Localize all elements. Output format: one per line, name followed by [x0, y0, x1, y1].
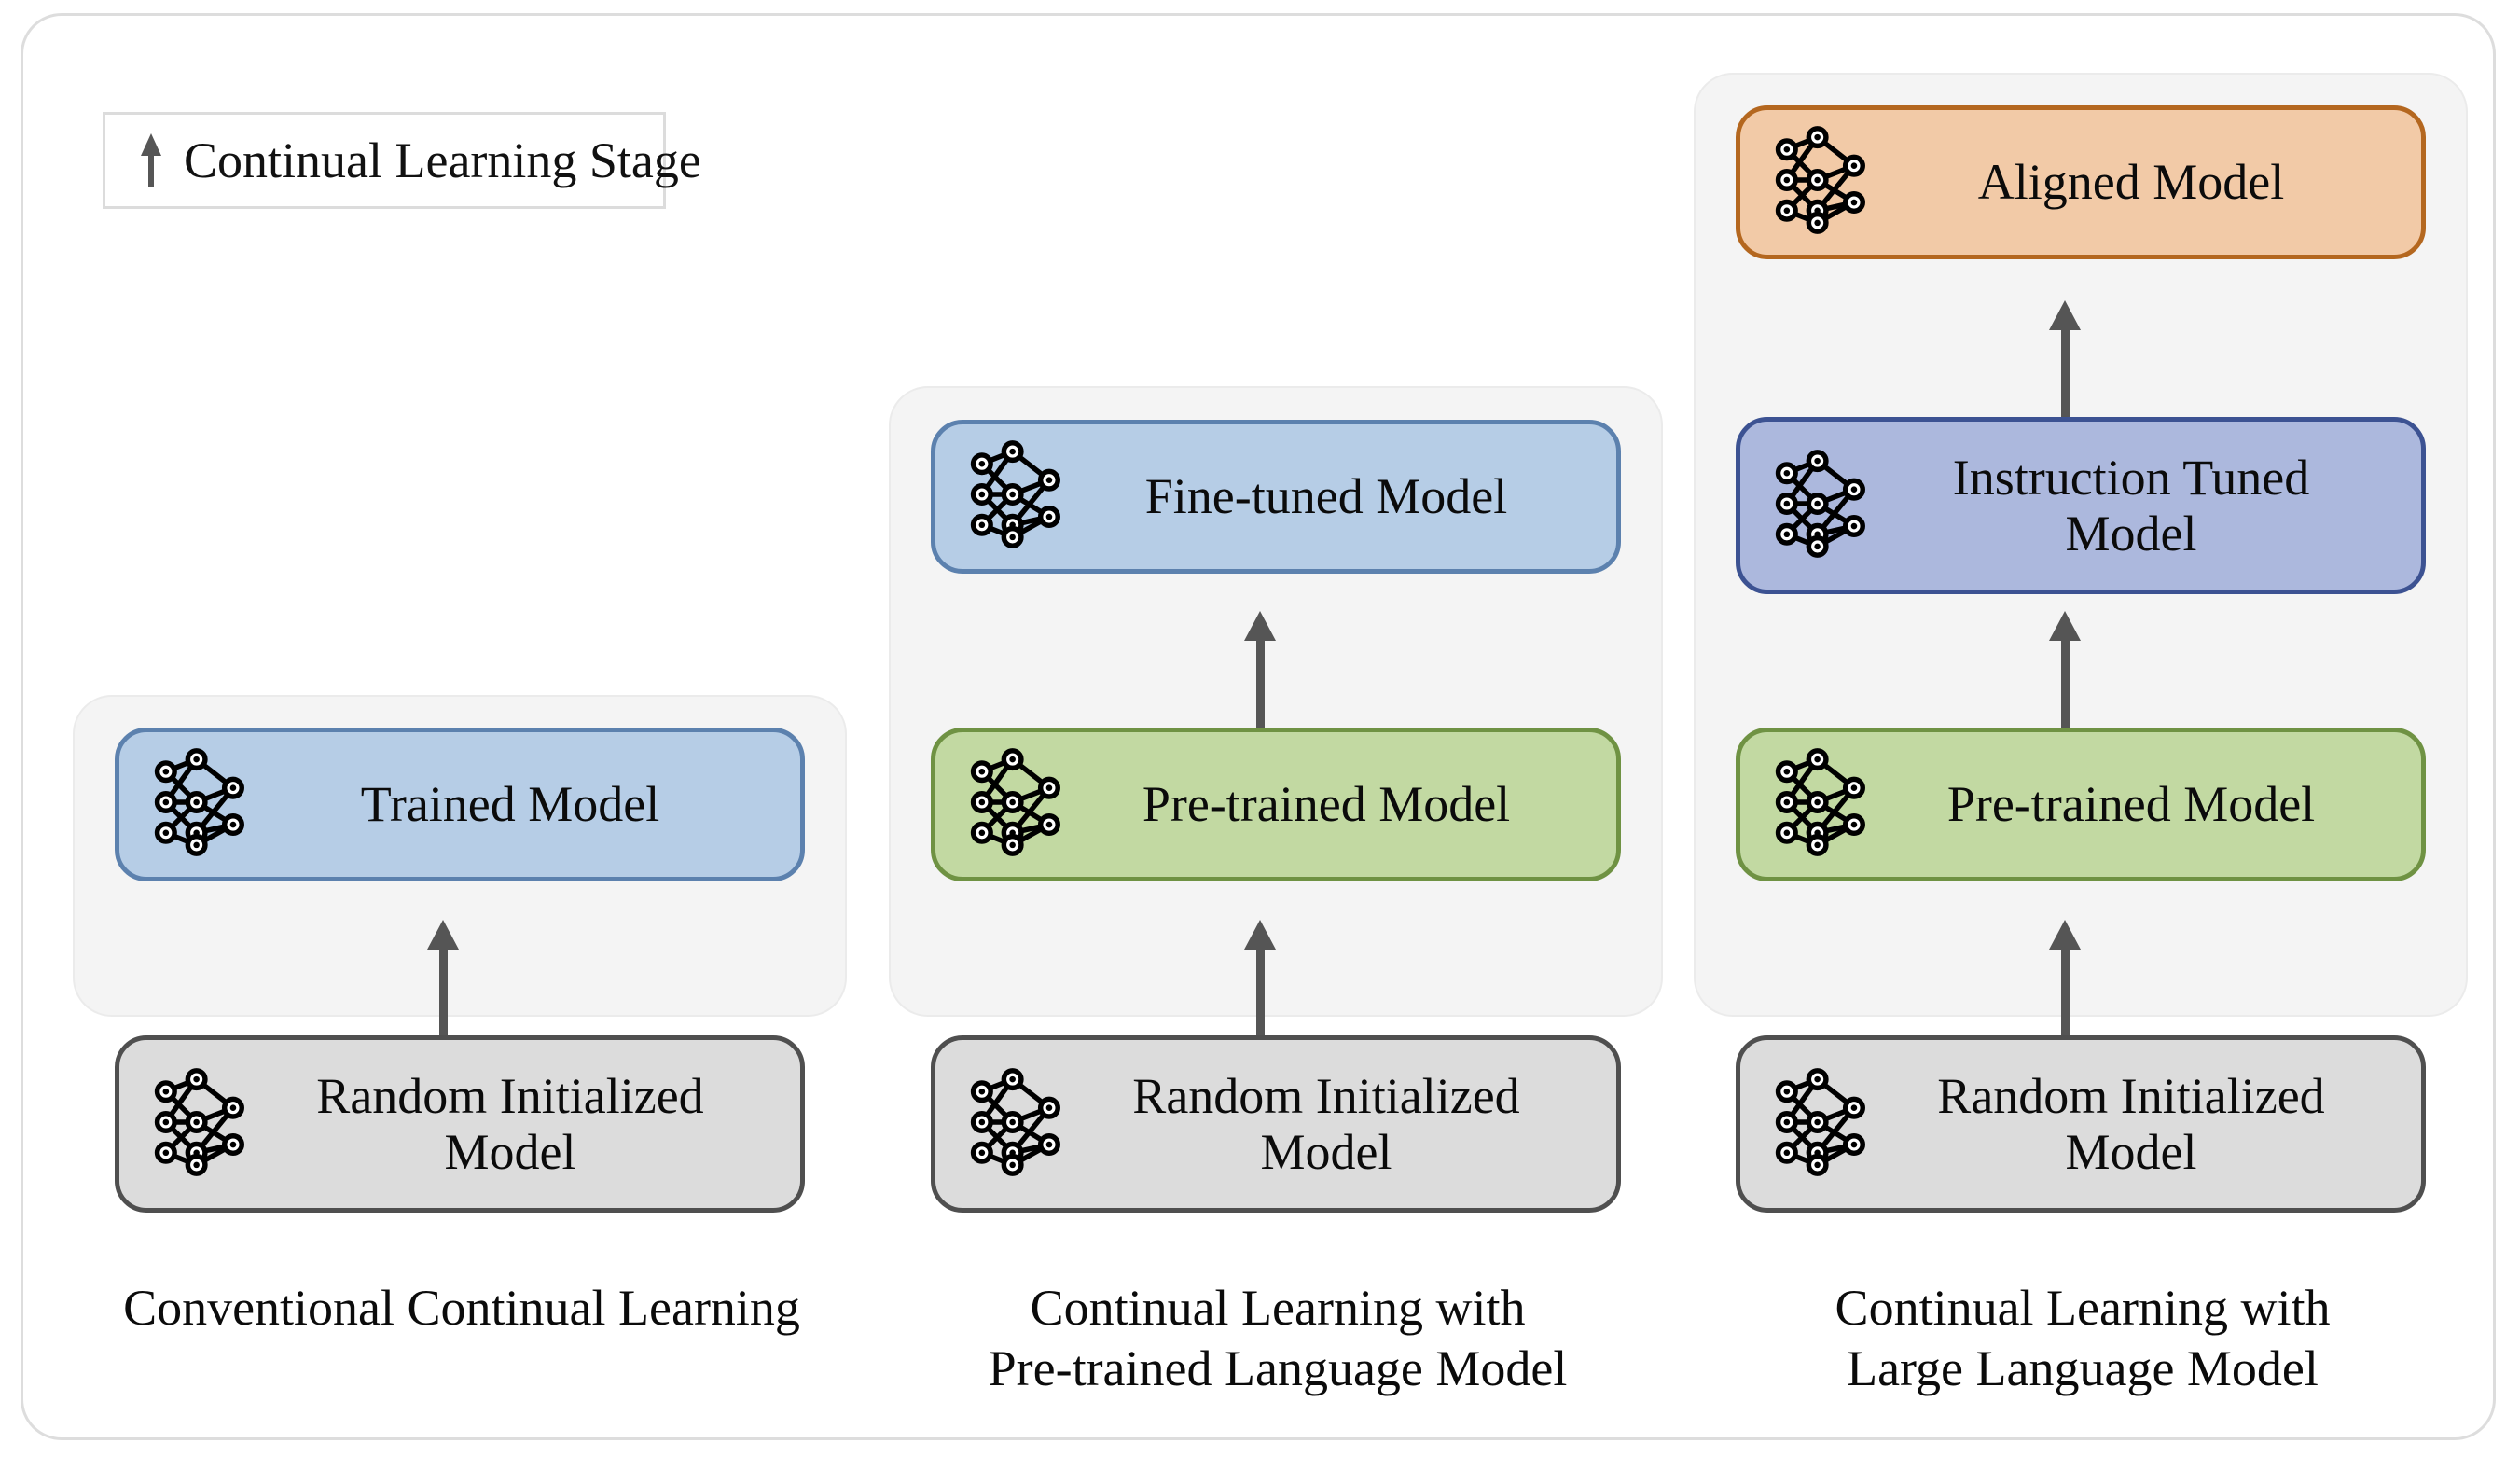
- box-random-initialized-model-plm[interactable]: Random Initialized Model: [931, 1035, 1621, 1213]
- legend-continual-learning-stage: Continual Learning Stage: [103, 112, 701, 209]
- neural-network-icon: [965, 439, 1068, 554]
- box-label: Pre-trained Model: [1142, 776, 1511, 833]
- box-label: Instruction Tuned Model: [1952, 449, 2310, 562]
- box-trained-model[interactable]: Trained Model: [115, 728, 805, 881]
- box-pre-trained-model-plm[interactable]: Pre-trained Model: [931, 728, 1621, 881]
- neural-network-icon: [965, 747, 1068, 862]
- neural-network-icon: [1770, 1067, 1873, 1182]
- caption-plm: Continual Learning with Pre-trained Lang…: [988, 1280, 1568, 1396]
- legend-label: Continual Learning Stage: [184, 132, 701, 188]
- box-label: Random Initialized Model: [316, 1067, 704, 1180]
- neural-network-icon: [149, 747, 252, 862]
- box-random-initialized-model-llm[interactable]: Random Initialized Model: [1736, 1035, 2426, 1213]
- box-label: Fine-tuned Model: [1144, 468, 1508, 525]
- box-label: Aligned Model: [1977, 154, 2285, 211]
- arrow-random-to-pretrained-llm: [2049, 920, 2081, 1037]
- neural-network-icon: [1770, 449, 1873, 563]
- box-aligned-model[interactable]: Aligned Model: [1736, 105, 2426, 259]
- neural-network-icon: [149, 1067, 252, 1182]
- neural-network-icon: [1770, 125, 1873, 240]
- box-label: Random Initialized Model: [1132, 1067, 1520, 1180]
- arrow-pretrained-to-instruction: [2049, 611, 2081, 728]
- box-label: Random Initialized Model: [1937, 1067, 2325, 1180]
- box-label: Trained Model: [360, 776, 660, 833]
- box-pre-trained-model-llm[interactable]: Pre-trained Model: [1736, 728, 2426, 881]
- up-arrow-icon: [139, 133, 163, 187]
- box-instruction-tuned-model[interactable]: Instruction Tuned Model: [1736, 417, 2426, 594]
- box-random-initialized-model-conventional[interactable]: Random Initialized Model: [115, 1035, 805, 1213]
- neural-network-icon: [1770, 747, 1873, 862]
- box-label: Pre-trained Model: [1946, 776, 2316, 833]
- box-fine-tuned-model[interactable]: Fine-tuned Model: [931, 420, 1621, 574]
- arrow-random-to-pretrained-plm: [1244, 920, 1276, 1037]
- caption-conventional: Conventional Continual Learning: [123, 1280, 800, 1336]
- neural-network-icon: [965, 1067, 1068, 1182]
- arrow-pretrained-to-finetuned: [1244, 611, 1276, 728]
- arrow-instruction-to-aligned: [2049, 300, 2081, 418]
- caption-llm: Continual Learning with Large Language M…: [1835, 1280, 2331, 1396]
- arrow-random-to-trained: [427, 920, 459, 1037]
